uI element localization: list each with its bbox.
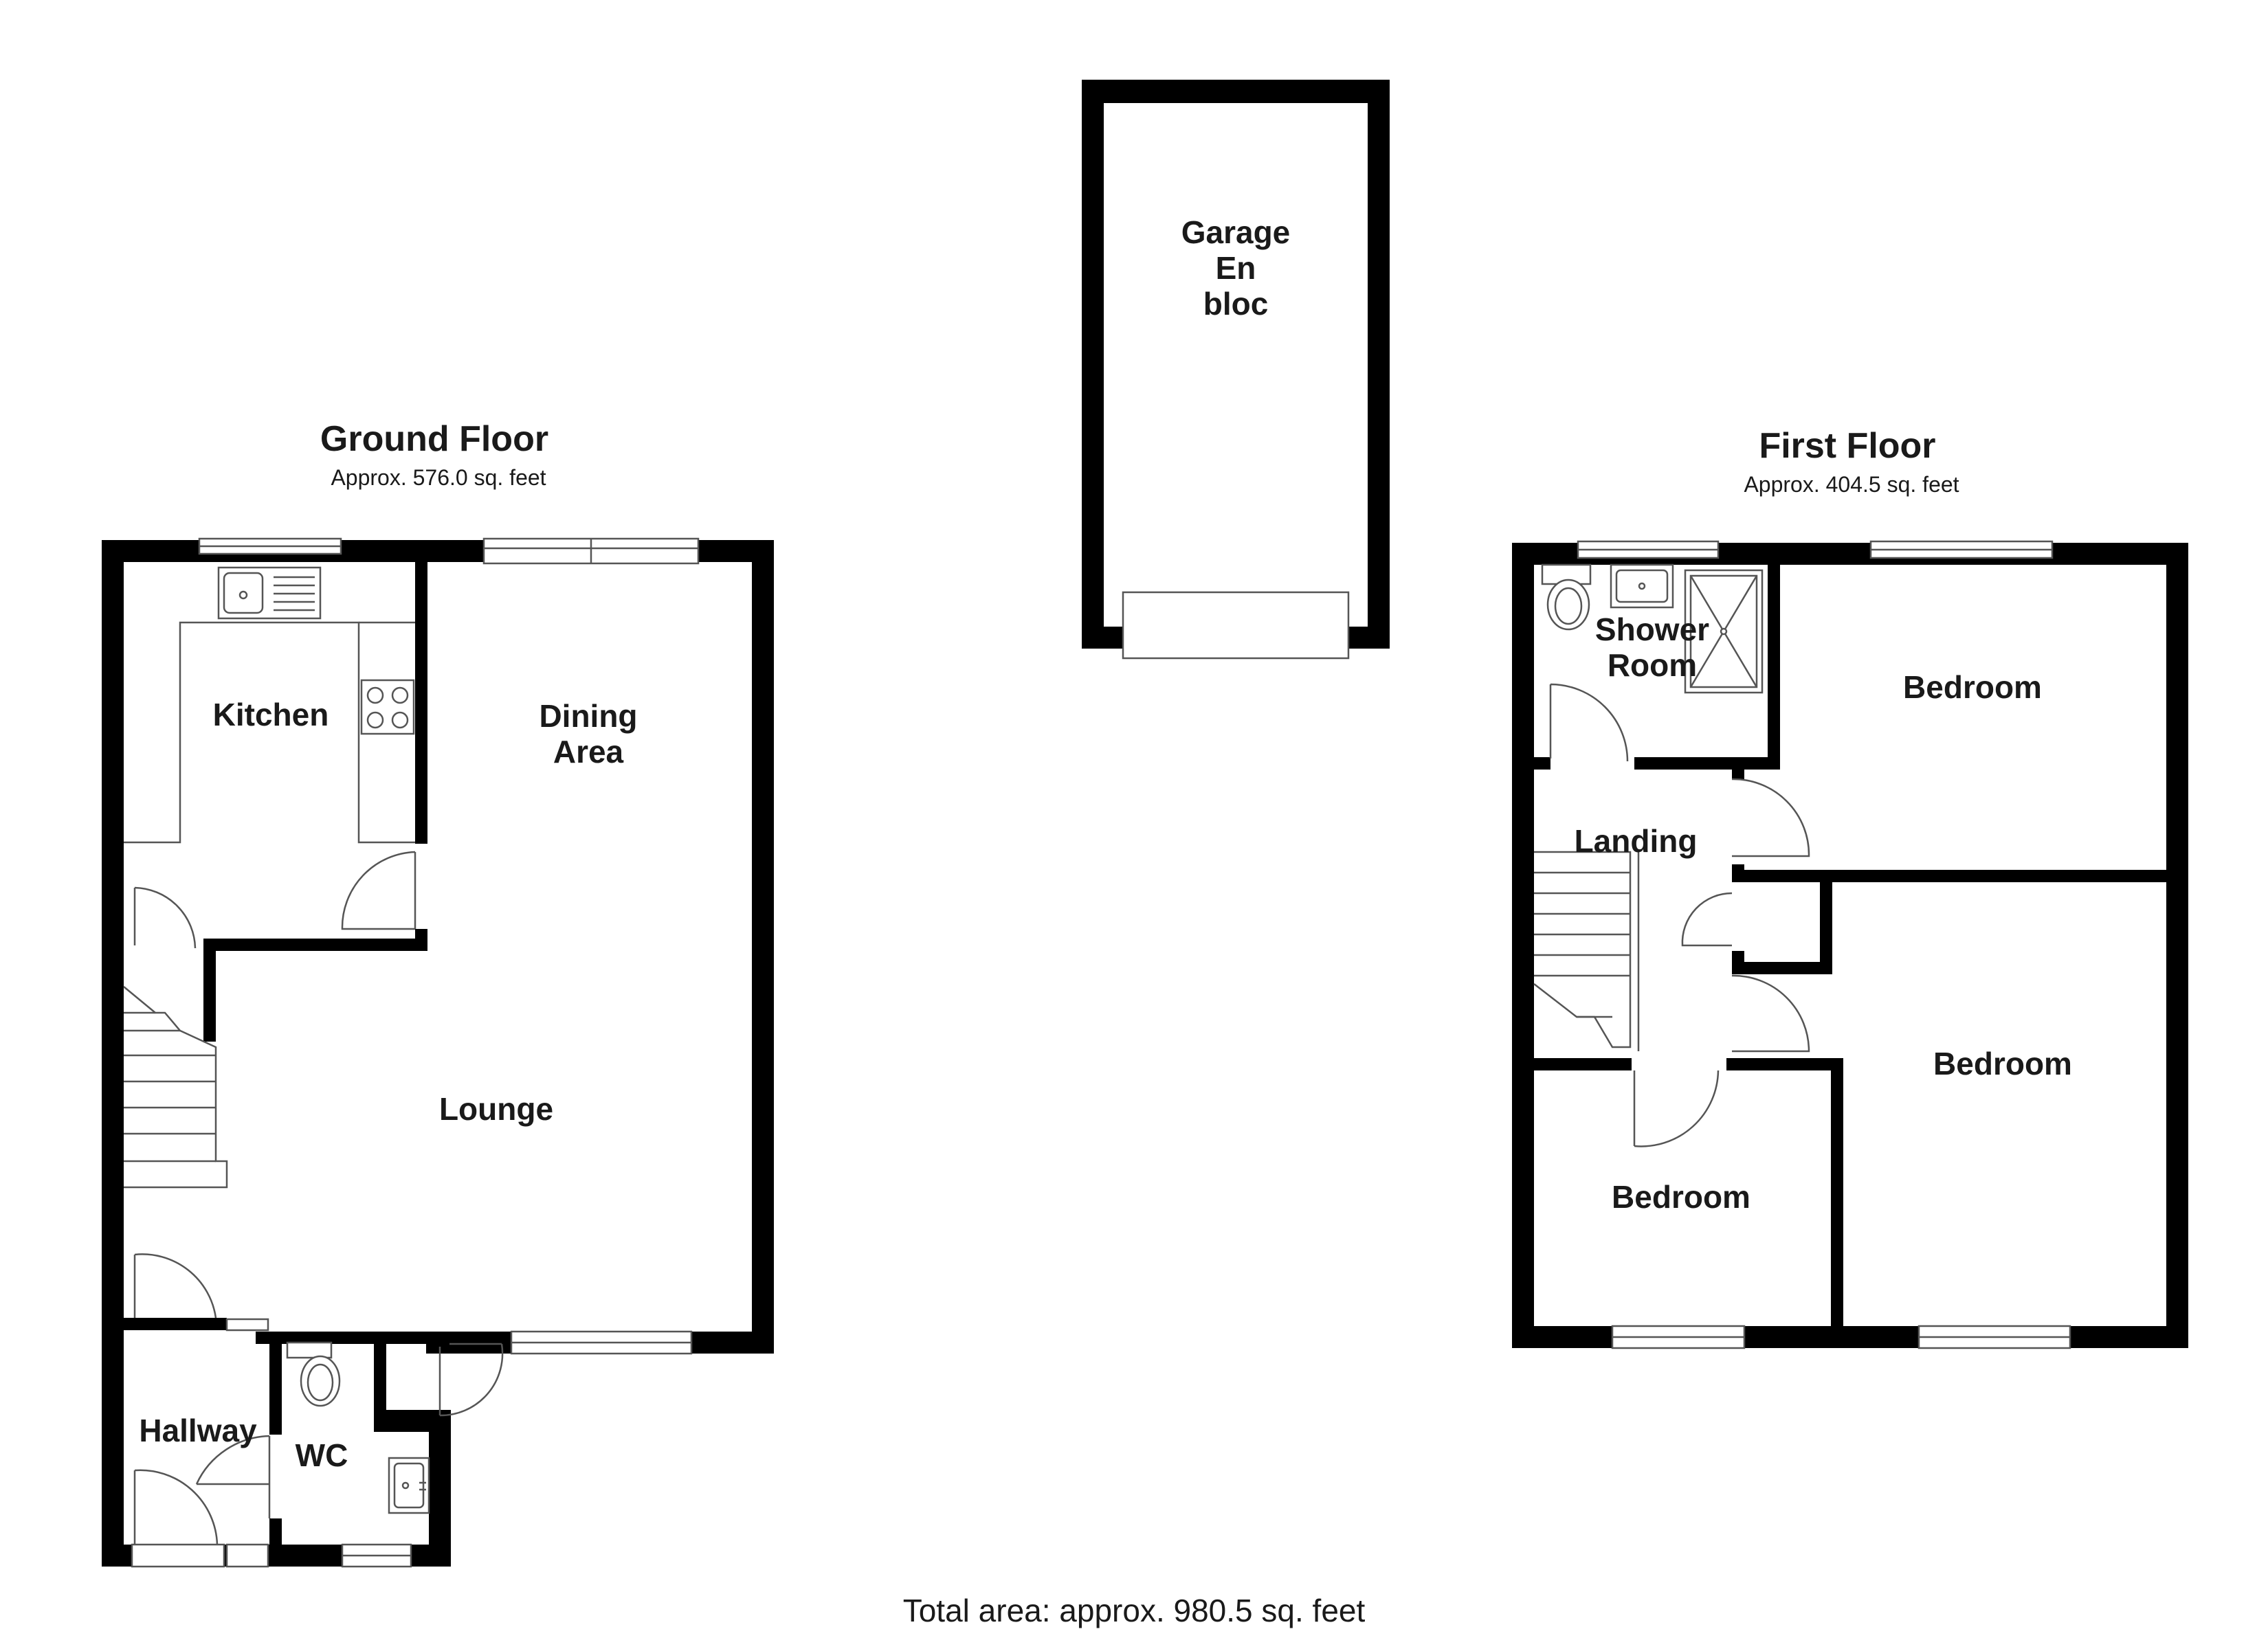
gf-wall-kitchen-dining xyxy=(415,562,427,844)
gf-dining-door xyxy=(341,851,416,930)
ff-stairs xyxy=(1533,851,1640,1051)
ff-wall-west xyxy=(1512,543,1534,1348)
garage-plan: Garage En bloc xyxy=(1082,80,1390,660)
gf-wall-wc-east xyxy=(429,1410,451,1567)
gf-stairs xyxy=(123,986,228,1189)
gf-wall-hall-north-2 xyxy=(256,1332,379,1344)
ff-shower-door xyxy=(1549,683,1629,762)
garage-wall-south-left xyxy=(1082,627,1123,649)
gf-kitchen-worktop xyxy=(124,621,415,844)
gf-wall-kitchen-south xyxy=(203,939,427,951)
ff-wall-landing-stub-2 xyxy=(1732,864,1744,881)
gf-porch-door xyxy=(439,1343,504,1417)
ff-wall-cupboard-east xyxy=(1820,870,1832,974)
garage-label-3: bloc xyxy=(1203,286,1269,322)
room-label-lounge: Lounge xyxy=(439,1091,553,1127)
ff-wall-shower-south xyxy=(1634,757,1780,770)
gf-hall-door xyxy=(133,1253,217,1319)
ff-wall-bed3-north-left xyxy=(1534,1058,1632,1070)
gf-wall-hall-north xyxy=(124,1318,227,1330)
room-label-hallway: Hallway xyxy=(139,1413,257,1448)
ff-title: First Floor xyxy=(1759,426,1935,466)
gf-wall-porch-north xyxy=(374,1332,449,1344)
gf-title: Ground Floor xyxy=(320,419,548,459)
room-label-wc: WC xyxy=(296,1437,348,1473)
room-label-kitchen: Kitchen xyxy=(213,697,329,732)
ff-bed2-door xyxy=(1731,974,1810,1053)
gf-front-door-threshold xyxy=(131,1543,225,1568)
ff-bed1-door xyxy=(1731,778,1810,857)
gf-wall-wc-west xyxy=(269,1332,282,1435)
ff-wall-bed1-south xyxy=(1732,870,2166,882)
garage-wall-west xyxy=(1082,80,1104,649)
ff-wall-bed2-west xyxy=(1831,1058,1843,1326)
room-label-dining-1: Dining xyxy=(539,698,637,734)
gf-kitchen-door xyxy=(133,886,197,949)
gf-wall-stair-east xyxy=(203,939,216,1042)
ff-wall-shower-east xyxy=(1768,565,1780,770)
gf-window-hall-north xyxy=(225,1318,269,1332)
gf-area: Approx. 576.0 sq. feet xyxy=(331,465,546,490)
gf-wc-cistern-icon xyxy=(286,1341,333,1359)
garage-door xyxy=(1122,591,1350,660)
gf-wc-door xyxy=(195,1435,271,1518)
room-label-shower-1: Shower xyxy=(1595,612,1709,647)
garage-wall-east xyxy=(1368,80,1390,649)
garage-label-1: Garage xyxy=(1181,214,1291,250)
room-label-bedroom-right: Bedroom xyxy=(1933,1046,2072,1081)
ff-wall-landing-stub-3 xyxy=(1732,951,1744,972)
first-floor-plan: First Floor Approx. 404.5 sq. feet Showe… xyxy=(1512,426,2188,1349)
ff-wall-cupboard-south xyxy=(1732,962,1832,974)
gf-wall-wc-west-lower xyxy=(269,1518,282,1567)
room-label-bedroom-top: Bedroom xyxy=(1903,669,2042,705)
room-label-landing: Landing xyxy=(1575,823,1698,859)
garage-wall-north xyxy=(1082,80,1390,103)
gf-wall-porch-west xyxy=(374,1332,386,1432)
ground-floor-plan: Ground Floor Approx. 576.0 sq. feet Kitc… xyxy=(102,419,774,1568)
garage-label-2: En xyxy=(1216,250,1256,286)
ff-bed3-door xyxy=(1633,1070,1720,1147)
ff-wall-bed3-north-right xyxy=(1726,1058,1842,1070)
gf-window-hall xyxy=(225,1543,269,1568)
total-area: Total area: approx. 980.5 sq. feet xyxy=(903,1593,1366,1628)
ff-area: Approx. 404.5 sq. feet xyxy=(1744,472,1959,497)
gf-front-door xyxy=(133,1469,219,1545)
gf-wall-west xyxy=(102,540,124,1567)
ff-wall-east xyxy=(2166,543,2188,1348)
ff-wall-landing-stub-1 xyxy=(1732,770,1744,779)
room-label-dining-2: Area xyxy=(553,734,624,770)
room-label-shower-2: Room xyxy=(1608,647,1697,683)
gf-wall-porch-south xyxy=(374,1410,451,1432)
room-label-bedroom-small: Bedroom xyxy=(1612,1179,1750,1215)
gf-wall-east xyxy=(752,540,774,1354)
garage-wall-south-right xyxy=(1348,627,1390,649)
ff-cupboard-door xyxy=(1681,892,1733,947)
ff-wall-shower-south-left xyxy=(1534,757,1550,770)
